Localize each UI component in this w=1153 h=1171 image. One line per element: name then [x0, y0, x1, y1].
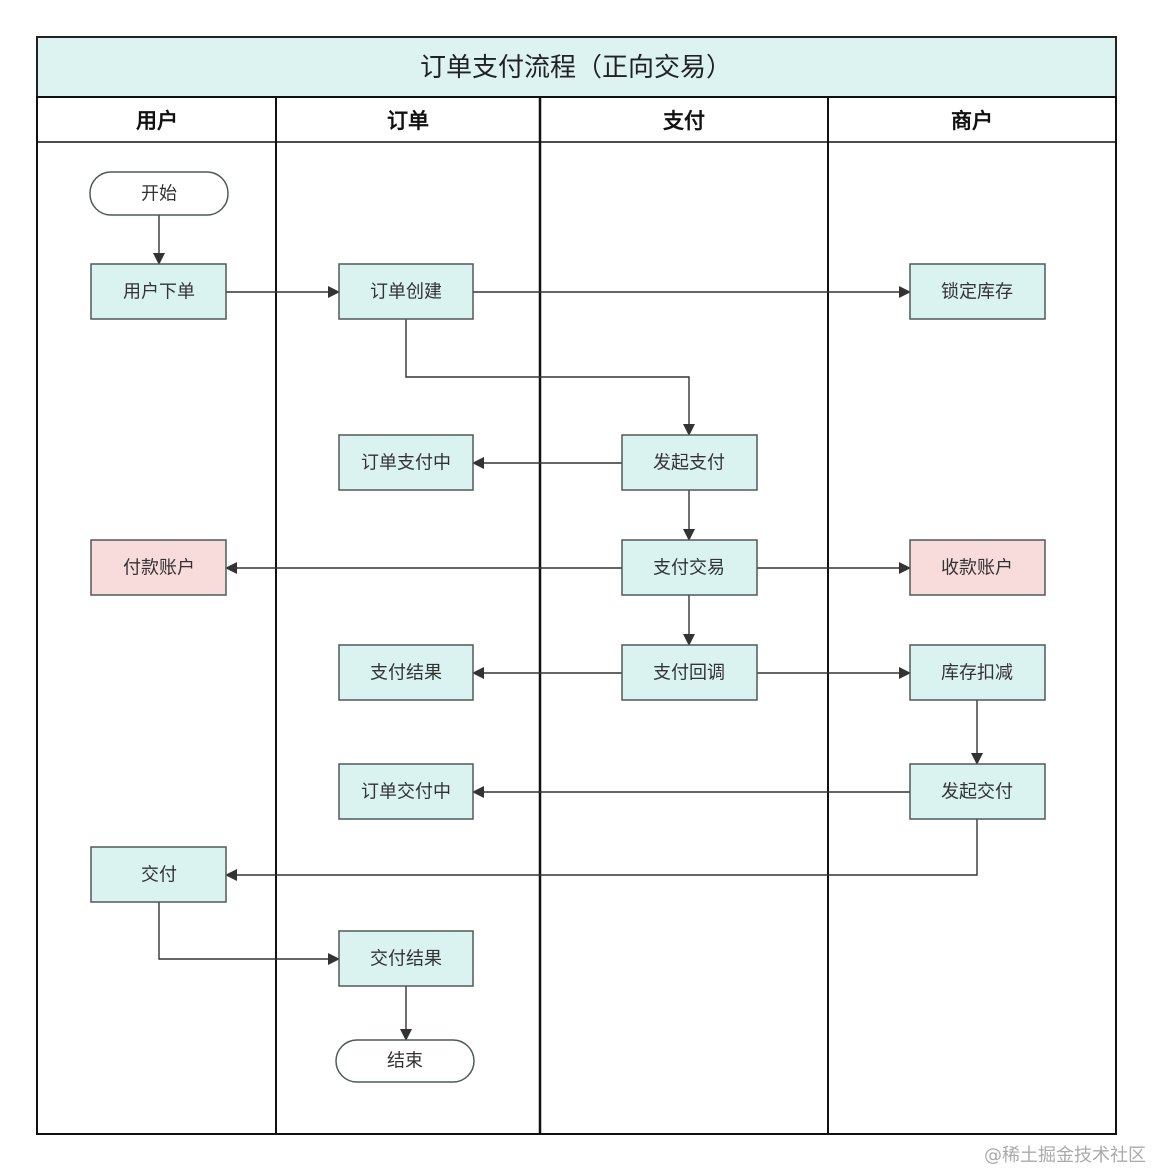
svg-text:支付交易: 支付交易 [653, 558, 725, 579]
node-payee-account: 收款账户 [909, 539, 1046, 596]
svg-text:结束: 结束 [387, 1051, 423, 1072]
svg-text:库存扣减: 库存扣减 [941, 663, 1013, 684]
node-stock-deduct: 库存扣减 [909, 644, 1046, 701]
svg-text:订单交付中: 订单交付中 [361, 782, 451, 803]
svg-text:锁定库存: 锁定库存 [941, 282, 1013, 303]
title-bar [36, 36, 1117, 98]
watermark: @稀土掘金技术社区 [984, 1145, 1146, 1166]
svg-text:付款账户: 付款账户 [123, 558, 195, 579]
svg-text:支付结果: 支付结果 [370, 663, 442, 684]
edge-delivery-to-delivery-result [158, 902, 340, 965]
diagram-title: 订单支付流程（正向交易） [420, 53, 732, 83]
node-pay-result: 支付结果 [338, 644, 474, 701]
node-payer-account: 付款账户 [90, 539, 227, 596]
diagram-frame [36, 96, 1117, 1135]
svg-text:支付回调: 支付回调 [653, 663, 725, 684]
edges [153, 215, 983, 1041]
svg-text:订单创建: 订单创建 [370, 282, 442, 303]
svg-text:用户下单: 用户下单 [123, 282, 195, 303]
svg-text:交付结果: 交付结果 [370, 949, 442, 970]
svg-text:收款账户: 收款账户 [941, 558, 1013, 579]
lane-header-payment: 支付 [663, 109, 705, 133]
lane-header-merchant: 商户 [951, 109, 993, 133]
node-user-order: 用户下单 [90, 263, 227, 320]
svg-text:交付: 交付 [141, 865, 177, 886]
node-pay-trade: 支付交易 [621, 539, 758, 596]
edge-order-create-to-init-pay [405, 319, 695, 436]
node-delivery-result: 交付结果 [338, 930, 474, 987]
svg-text:开始: 开始 [141, 184, 177, 205]
node-order-delivering: 订单交付中 [338, 763, 474, 820]
svg-text:发起支付: 发起支付 [653, 453, 725, 474]
svg-text:发起交付: 发起交付 [941, 782, 1013, 803]
node-init-delivery: 发起交付 [909, 763, 1046, 820]
node-delivery: 交付 [90, 846, 227, 903]
lane-header-user: 用户 [136, 109, 178, 133]
node-lock-stock: 锁定库存 [909, 263, 1046, 320]
node-pay-callback: 支付回调 [621, 644, 758, 701]
node-order-create: 订单创建 [338, 263, 474, 320]
svg-text:订单支付中: 订单支付中 [361, 453, 451, 474]
lane-header-order: 订单 [387, 109, 429, 133]
node-init-pay: 发起支付 [621, 434, 758, 491]
edge-init-delivery-to-delivery [225, 819, 978, 881]
node-order-paying: 订单支付中 [338, 434, 474, 491]
node-end: 结束 [335, 1039, 475, 1083]
node-start: 开始 [89, 171, 229, 216]
